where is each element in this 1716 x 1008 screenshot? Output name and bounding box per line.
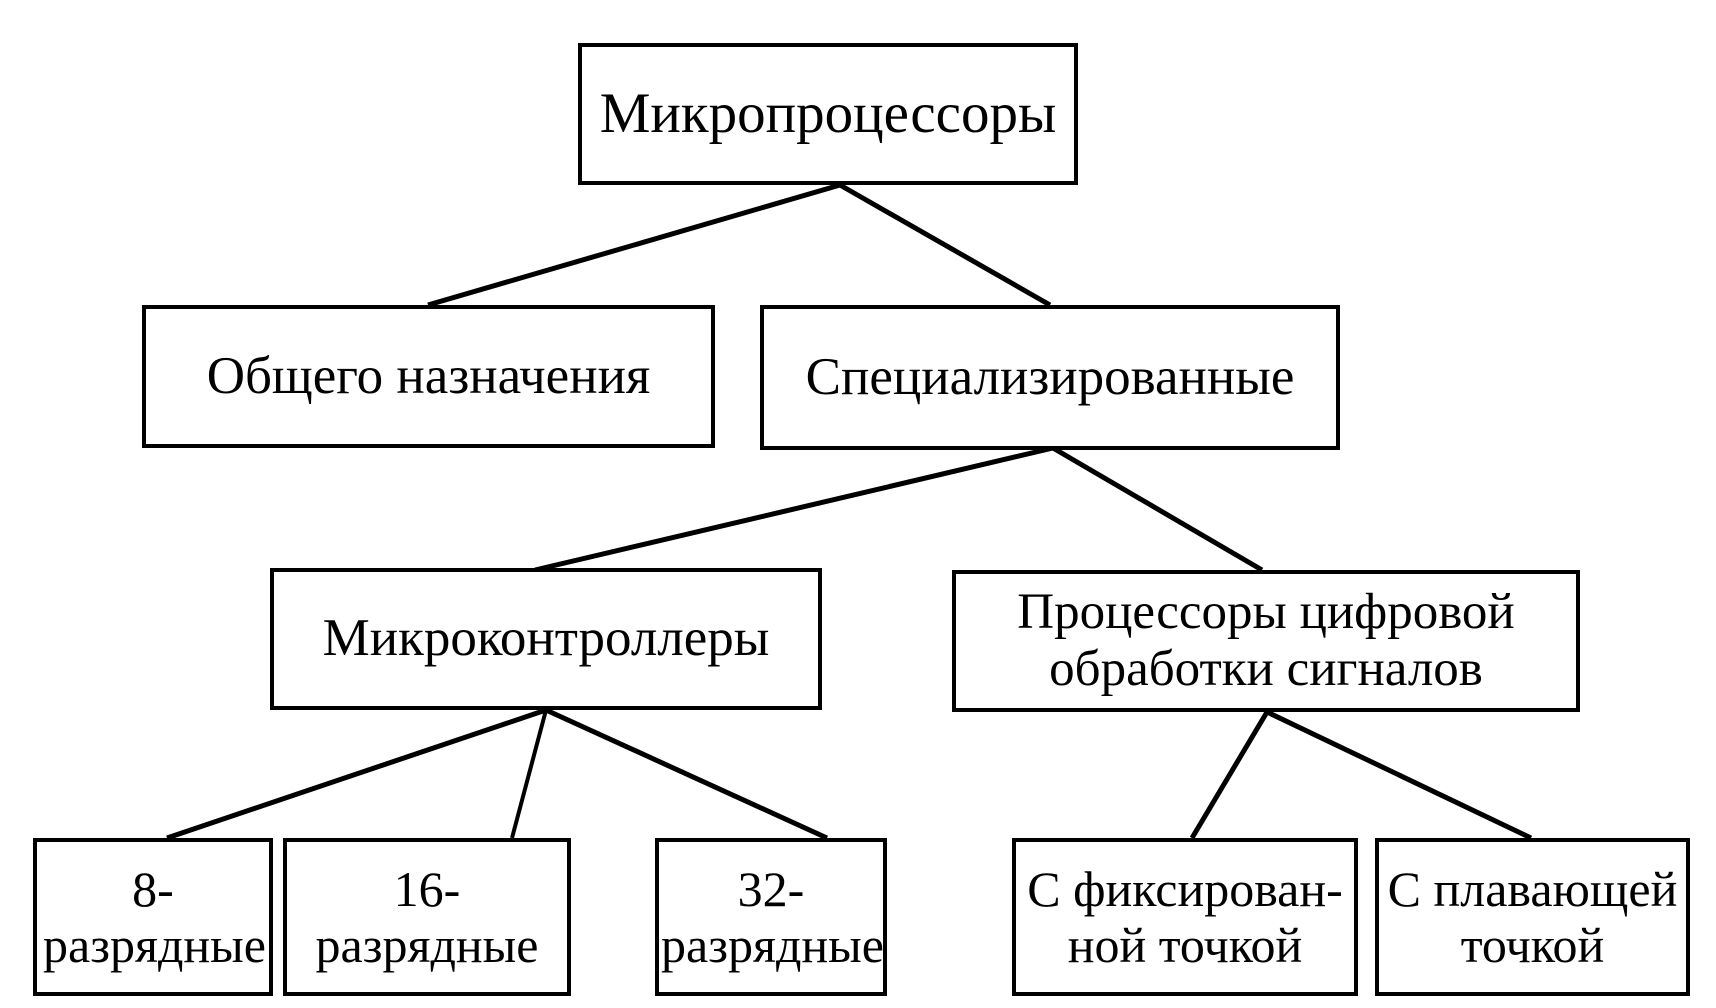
node-label: С плавающей точкой — [1387, 861, 1678, 973]
edge-special-mcu — [534, 445, 1054, 573]
edge-root-general — [427, 182, 841, 308]
node-microcontrollers[interactable]: Микроконтроллеры — [270, 568, 822, 710]
edge-dsp-fixed — [1189, 710, 1270, 840]
node-label: Процессоры цифровой обработки сигналов — [1017, 583, 1515, 697]
edge-special-dsp — [1051, 445, 1264, 573]
node-label: Микроконтроллеры — [322, 609, 770, 668]
node-general-purpose[interactable]: Общего назначения — [142, 305, 715, 448]
node-fixed-point[interactable]: С фиксирован- ной точкой — [1012, 838, 1358, 996]
node-label: 16-разрядные — [315, 861, 539, 973]
node-label: Специализированные — [805, 347, 1295, 406]
node-label: Общего назначения — [206, 346, 651, 405]
edge-dsp-float — [1265, 709, 1533, 841]
node-8-bit[interactable]: 8-разрядные — [33, 838, 273, 996]
node-16-bit[interactable]: 16-разрядные — [283, 838, 571, 996]
edge-root-special — [838, 182, 1052, 308]
node-digital-signal-processors[interactable]: Процессоры цифровой обработки сигналов — [952, 570, 1580, 712]
edge-mcu-bit32 — [544, 707, 829, 841]
node-label: Микропроцессоры — [599, 82, 1057, 146]
node-floating-point[interactable]: С плавающей точкой — [1375, 838, 1690, 996]
edge-mcu-bit16 — [510, 709, 548, 839]
node-label: 32-разрядные — [661, 861, 884, 973]
node-label: 8-разрядные — [43, 861, 266, 973]
node-32-bit[interactable]: 32-разрядные — [655, 838, 887, 996]
node-microprocessors[interactable]: Микропроцессоры — [578, 43, 1078, 185]
node-label: С фиксирован- ной точкой — [1027, 861, 1343, 973]
node-specialized[interactable]: Специализированные — [760, 305, 1340, 450]
edge-mcu-bit8 — [166, 707, 547, 841]
